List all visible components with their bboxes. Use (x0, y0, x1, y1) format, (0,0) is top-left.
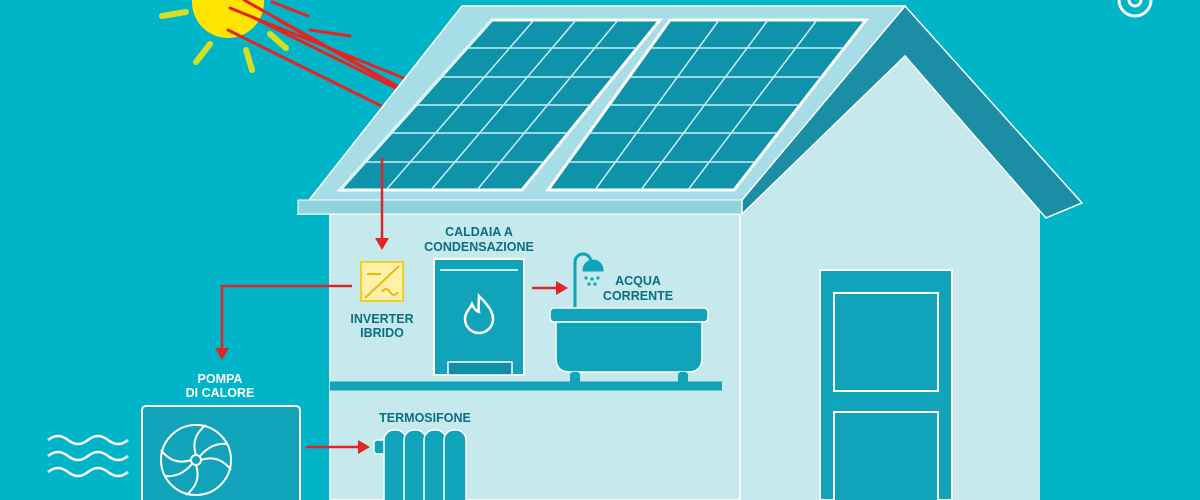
logo-icon (1117, 0, 1153, 18)
roof-eave (297, 199, 743, 215)
solar-panel-icon (336, 18, 870, 192)
arrow-heat-pump-to-radiator (306, 440, 370, 454)
shower-icon (573, 252, 604, 308)
fan-icon (160, 424, 232, 496)
roof-gable-edge (741, 4, 1084, 219)
boiler (433, 258, 525, 376)
bathtub-icon (549, 307, 709, 384)
arrow-inverter-to-heat-pump (215, 284, 352, 360)
flame-icon (463, 292, 495, 335)
heat-pump (141, 405, 301, 500)
water-waves-icon (47, 434, 129, 478)
radiator-icon (373, 429, 467, 500)
door-icon (819, 269, 953, 500)
flow-arrows (215, 158, 568, 454)
inverter-icon (360, 261, 404, 302)
radiator-label: TERMOSIFONE (379, 411, 471, 425)
arrow-boiler-to-water (532, 281, 568, 295)
arrow-panel-to-inverter (375, 158, 389, 250)
